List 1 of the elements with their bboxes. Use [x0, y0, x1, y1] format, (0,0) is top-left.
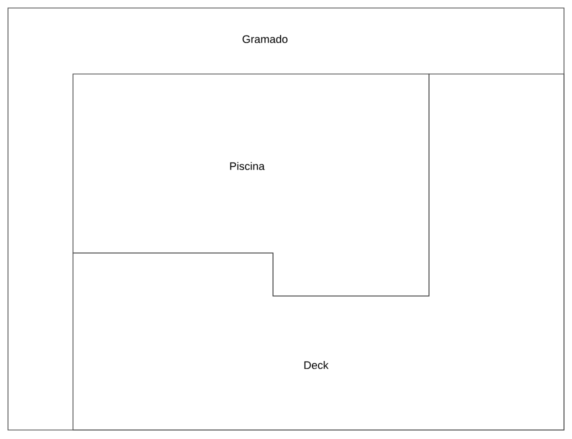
pool-area: Piscina	[72, 74, 430, 296]
